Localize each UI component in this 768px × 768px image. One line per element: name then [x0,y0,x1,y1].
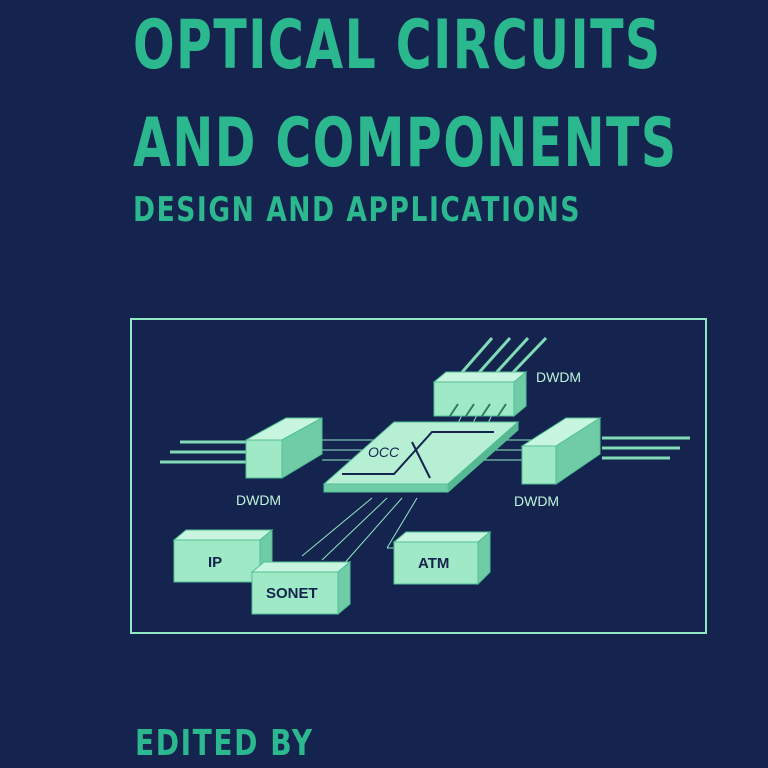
dwdm-right-label: DWDM [514,493,559,509]
sonet-label: SONET [266,585,318,602]
left-dwdm-box [245,417,323,479]
occ-label: OCC [368,444,400,460]
top-dwdm-box [432,370,528,418]
right-fiber-lines [602,436,690,460]
ip-label: IP [208,554,222,571]
title-line-2: AND COMPONENTS [133,104,678,183]
atm-box: ATM [392,530,492,586]
sonet-box: SONET [250,560,352,616]
right-dwdm-box [520,417,602,485]
atm-label: ATM [418,555,449,572]
title-line-1: OPTICAL CIRCUITS [133,6,662,85]
dwdm-top-label: DWDM [536,369,581,385]
occ-switch: OCC [322,420,520,494]
dwdm-left-label: DWDM [236,492,281,508]
network-diagram: OCC IP SONET ATM [160,336,690,616]
network-diagram-frame: OCC IP SONET ATM [130,318,707,634]
subtitle: DESIGN AND APPLICATIONS [133,190,582,230]
editor-heading: EDITED BY [135,723,314,764]
